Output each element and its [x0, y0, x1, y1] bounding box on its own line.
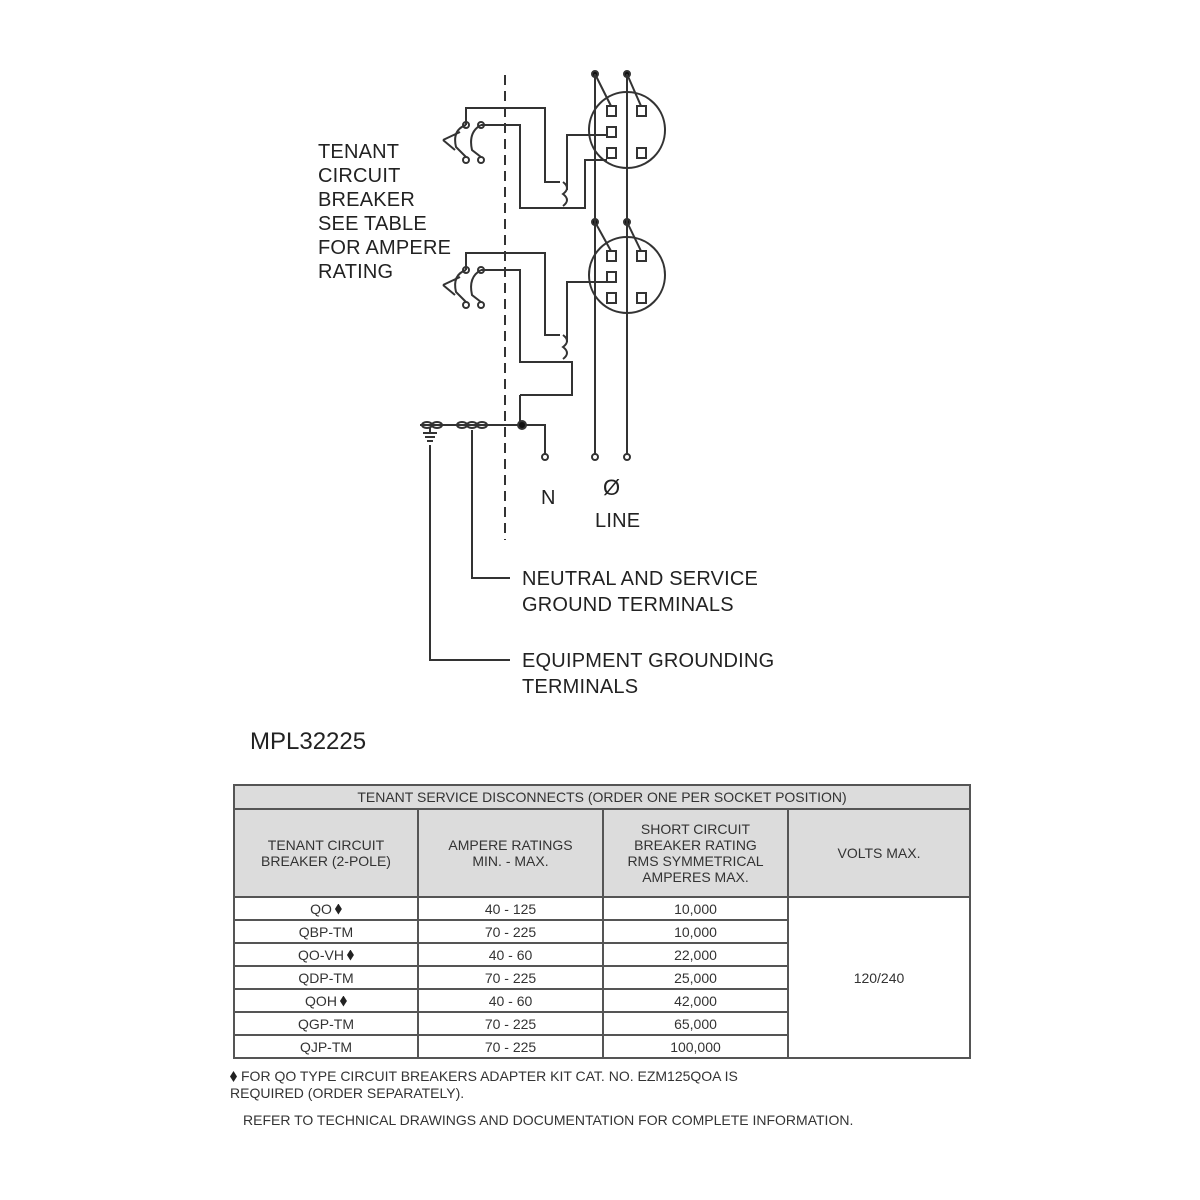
equipment-grounding-callout: EQUIPMENT GROUNDING TERMINALS: [522, 650, 775, 698]
breaker-cell: QO: [233, 896, 419, 921]
wiring-diagram: [420, 70, 666, 661]
breaker-type: QGP-TM: [298, 1015, 354, 1032]
ampere-rating-cell: 40 - 60: [417, 988, 604, 1013]
header-breaker: TENANT CIRCUIT BREAKER (2-POLE): [233, 808, 419, 898]
adapter-kit-icon: [339, 995, 347, 1007]
neutral-label: N: [541, 487, 556, 509]
ground-icon: [423, 428, 437, 442]
breaker-type: QBP-TM: [298, 923, 354, 940]
adapter-kit-icon: [230, 1071, 237, 1082]
model-number: MPL32225: [250, 728, 367, 755]
breaker-type: QO-VH: [298, 946, 344, 963]
phase-symbol: Ø: [603, 475, 621, 500]
equipment-ground-terminal-lugs: [421, 421, 443, 429]
breaker-cell: QOH: [233, 988, 419, 1013]
adapter-footnote: FOR QO TYPE CIRCUIT BREAKERS ADAPTER KIT…: [230, 1068, 990, 1102]
breaker-type: QDP-TM: [298, 969, 354, 986]
breaker-cell: QDP-TM: [233, 965, 419, 990]
breaker-type: QOH: [305, 992, 337, 1009]
neutral-ground-terminal-lugs: [456, 421, 488, 429]
neutral-terminal-leader: [471, 430, 510, 579]
header-short-circuit: SHORT CIRCUIT BREAKER RATING RMS SYMMETR…: [602, 808, 789, 898]
breaker-type: QJP-TM: [299, 1038, 353, 1055]
ampere-rating-cell: 40 - 125: [417, 896, 604, 921]
volts-cell: 120/240: [787, 896, 971, 1059]
short-circuit-cell: 22,000: [602, 942, 789, 967]
breaker-cell: QJP-TM: [233, 1034, 419, 1059]
line-label: LINE: [595, 510, 641, 532]
tenant-breaker-callout: TENANT CIRCUIT BREAKER SEE TABLE FOR AMP…: [318, 141, 452, 283]
lower-tenant-breaker-symbol: [442, 266, 485, 309]
short-circuit-cell: 100,000: [602, 1034, 789, 1059]
ampere-rating-cell: 40 - 60: [417, 942, 604, 967]
equipment-ground-leader: [429, 445, 510, 661]
footnote-text: FOR QO TYPE CIRCUIT BREAKERS ADAPTER KIT…: [230, 1068, 738, 1101]
short-circuit-cell: 65,000: [602, 1011, 789, 1036]
breaker-type: QO: [310, 900, 332, 917]
adapter-kit-icon: [334, 903, 342, 915]
header-ampere-ratings: AMPERE RATINGS MIN. - MAX.: [417, 808, 604, 898]
ampere-rating-cell: 70 - 225: [417, 965, 604, 990]
ampere-rating-cell: 70 - 225: [417, 1011, 604, 1036]
short-circuit-cell: 10,000: [602, 896, 789, 921]
short-circuit-cell: 25,000: [602, 965, 789, 990]
header-volts: VOLTS MAX.: [787, 808, 971, 898]
short-circuit-cell: 10,000: [602, 919, 789, 944]
breaker-cell: QBP-TM: [233, 919, 419, 944]
table-caption: TENANT SERVICE DISCONNECTS (ORDER ONE PE…: [233, 784, 971, 810]
adapter-kit-icon: [346, 949, 354, 961]
ampere-rating-cell: 70 - 225: [417, 919, 604, 944]
short-circuit-cell: 42,000: [602, 988, 789, 1013]
breaker-cell: QGP-TM: [233, 1011, 419, 1036]
breaker-cell: QO-VH: [233, 942, 419, 967]
ampere-rating-cell: 70 - 225: [417, 1034, 604, 1059]
neutral-service-ground-callout: NEUTRAL AND SERVICE GROUND TERMINALS: [522, 568, 759, 616]
tenant-service-disconnects-table: TENANT SERVICE DISCONNECTS (ORDER ONE PE…: [233, 784, 971, 1059]
refer-note: REFER TO TECHNICAL DRAWINGS AND DOCUMENT…: [243, 1112, 854, 1128]
